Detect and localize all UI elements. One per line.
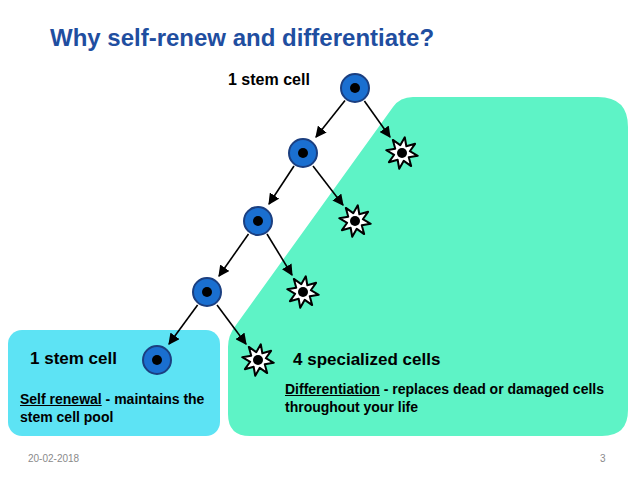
box-heading: 1 stem cell [30, 348, 117, 370]
slide-title: Why self-renew and differentiate? [50, 22, 434, 53]
division-arrows [169, 101, 390, 345]
region-heading: 4 specialized cells [293, 349, 440, 371]
box-body: Self renewal - maintains the stem cell p… [20, 390, 212, 426]
slide-date: 20-02-2018 [28, 452, 79, 465]
slide-number: 3 [600, 452, 606, 465]
self-renewal-box: 1 stem cellSelf renewal - maintains the … [8, 330, 220, 436]
specialized-cells [239, 134, 420, 378]
cell-label: 1 stem cell [228, 70, 310, 91]
differentiation-region: 4 specialized cellsDifferentiation - rep… [228, 97, 628, 436]
stem-cells [143, 74, 369, 374]
region-body: Differentiation - replaces dead or damag… [285, 380, 615, 416]
